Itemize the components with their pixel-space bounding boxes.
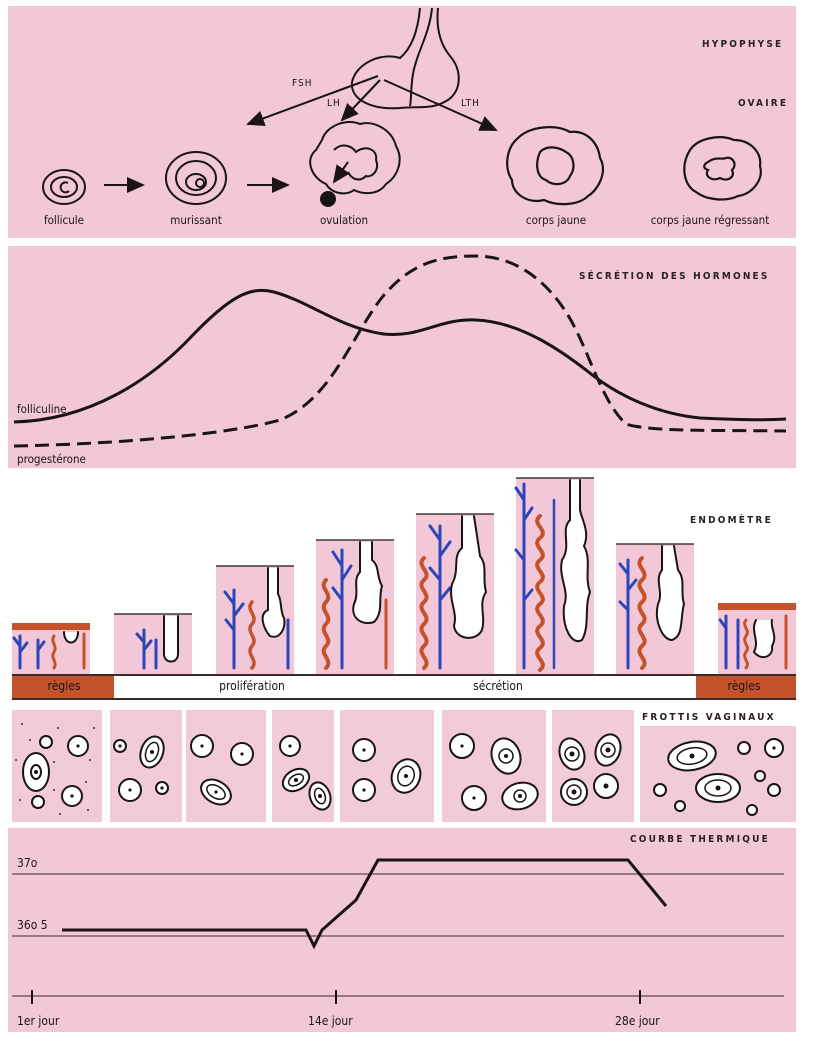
day-label-1: 1er jour — [17, 1014, 59, 1028]
day-label-28: 28e jour — [615, 1014, 660, 1028]
temperature-line — [62, 860, 666, 946]
day-label-14: 14e jour — [308, 1014, 353, 1028]
